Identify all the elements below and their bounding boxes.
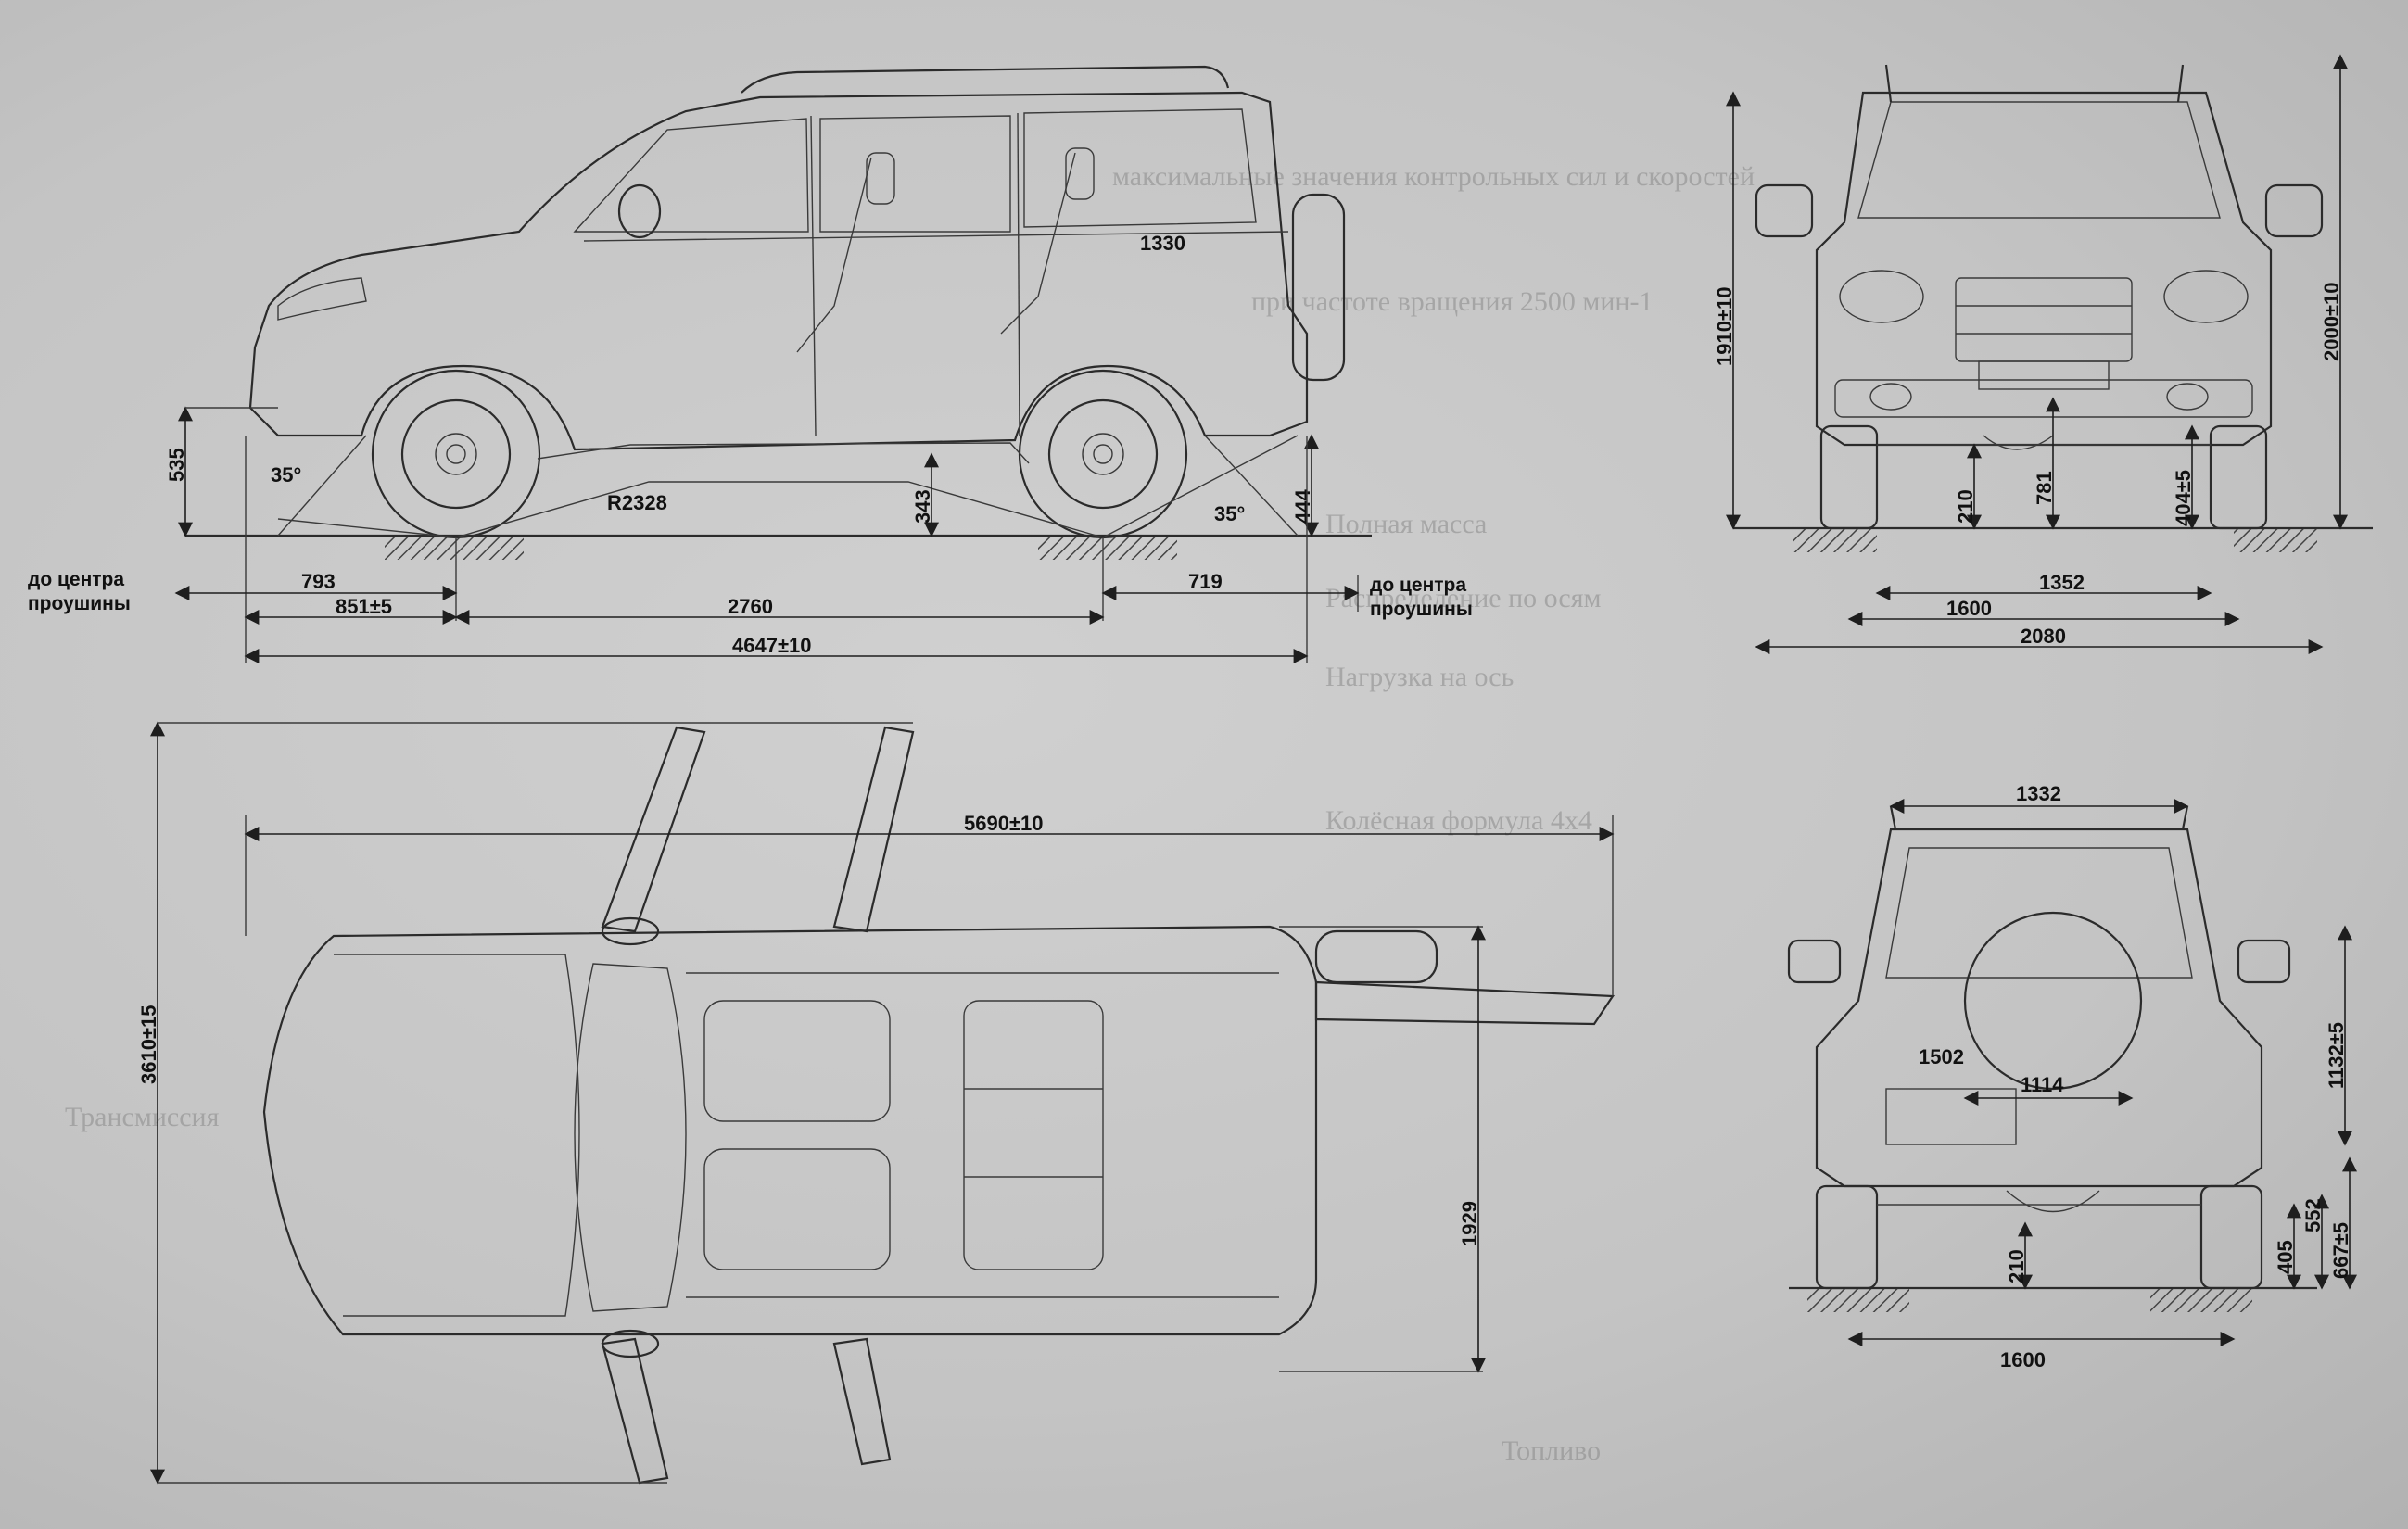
rear-plate [1885,1088,2017,1145]
front-bumper [1834,379,2253,418]
tow-eye-front-line2: проушины [28,593,131,614]
bg-text-8: Топливо [1502,1435,1601,1466]
top-bonnet [334,954,580,1317]
dim-1330: 1330 [1140,232,1185,255]
front-grille [1955,277,2133,362]
rear-width: 1502 [1919,1045,1964,1068]
front-mirror-left [1755,183,1814,238]
top-body-outline [262,925,1318,1336]
tow-eye-rear-line2: проушины [1370,599,1473,620]
top-door-rear-left-open [832,726,915,933]
side-view: 535 343 444 35° 35° R2328 1330 793 851±5… [28,65,1473,663]
rear-ground-clearance: 210 [2005,1249,2028,1283]
top-windshield [574,963,687,1312]
rear-bumper-height: 667±5 [2329,1222,2352,1279]
side-window-rear [1023,108,1257,228]
bg-text-1: максимальные значения контрольных сил и … [1112,161,1755,192]
dim-front-overhang: 793 [301,570,336,593]
top-door-front-left-open [601,726,706,933]
front-windshield [1857,101,2221,219]
side-body-outline [248,91,1309,451]
side-headlight [277,277,367,321]
front-ground-clearance: 210 [1954,489,1977,524]
front-body-outline [1815,91,2273,447]
top-width-body: 1929 [1458,1201,1481,1246]
dim-wheelbase: 2760 [728,595,773,618]
bg-text-4: Распределение по осям [1325,583,1601,613]
rear-spare-wheel [1963,911,2143,1091]
dim-clearance-mid: 343 [911,489,934,524]
rear-window [1885,847,2193,979]
top-seat-front-right [703,1148,891,1270]
rear-mirror-right [2237,939,2291,984]
front-height: 1910±10 [1713,287,1736,367]
ramp-radius: R2328 [607,491,667,514]
side-roof-rail [741,65,1230,94]
side-spare-wheel [1291,193,1346,382]
top-rear-bench [963,1000,1104,1270]
rear-window-height: 1132±5 [2325,1022,2348,1089]
front-track: 1600 [1946,597,1992,620]
rear-track: 1600 [2000,1348,2046,1371]
front-headlight-right [2163,270,2249,323]
departure-angle: 35° [1214,502,1245,525]
side-mirror [617,183,662,239]
rear-axle-height: 552 [2301,1198,2325,1232]
top-length-open: 5690±10 [964,812,1044,835]
front-width-mirrors: 2080 [2021,625,2066,648]
top-door-rear-right-open [832,1337,892,1466]
rear-roof-width: 1332 [2016,782,2061,805]
ground-hatch-front [385,536,524,560]
rear-door-width: 1114 [2021,1073,2064,1096]
bg-text-3: Полная масса [1325,509,1487,539]
front-view: 1910±10 2000±10 210 781 404±5 1352 1600 … [1713,54,2373,654]
front-plate [1978,360,2110,390]
approach-angle: 35° [271,463,301,486]
rear-mirror-left [1787,939,1842,984]
rear-frame-height: 405 [2274,1240,2297,1274]
rear-view: 1332 1502 1114 1132±5 667±5 552 405 210 … [1787,782,2357,1371]
dim-front-height: 535 [165,448,188,482]
side-window-front [819,115,1011,233]
dim-front-overhang-eye: 851±5 [336,595,392,618]
front-bumper-height: 404±5 [2172,470,2195,526]
bg-text-6: Колёсная формула 4х4 [1325,805,1592,836]
bg-text-7: Трансмиссия [65,1102,220,1132]
front-height-roof: 2000±10 [2320,283,2343,362]
background-text: максимальные значения контрольных сил и … [65,161,1755,1466]
bg-text-2: при частоте вращения 2500 мин-1 [1251,286,1653,317]
dim-length: 4647±10 [732,634,812,657]
rear-body-outline [1815,828,2263,1188]
dim-rear-height: 444 [1291,489,1314,524]
side-front-seat [796,157,872,353]
top-width-open: 3610±15 [137,1005,160,1085]
side-front-wheel [371,369,541,539]
side-rear-wheel [1018,369,1188,539]
side-windshield [573,118,809,233]
top-door-front-right-open [601,1337,669,1485]
front-mirror-right [2264,183,2324,238]
dim-rear-overhang: 719 [1188,570,1223,593]
top-seat-front-left [703,1000,891,1122]
top-tailgate-open [1314,980,1615,1026]
bg-text-5: Нагрузка на ось [1325,662,1514,692]
top-view: 3610±15 5690±10 1929 [137,721,1615,1485]
ground-hatch-rear [1038,536,1177,560]
tow-eye-front-line1: до центра [28,569,124,590]
tow-eye-rear-line1: до центра [1370,575,1466,596]
top-spare-wheel [1314,929,1438,984]
front-headlight-left [1839,270,1924,323]
front-axle-height: 781 [2033,471,2056,505]
front-track-inner: 1352 [2039,571,2085,594]
